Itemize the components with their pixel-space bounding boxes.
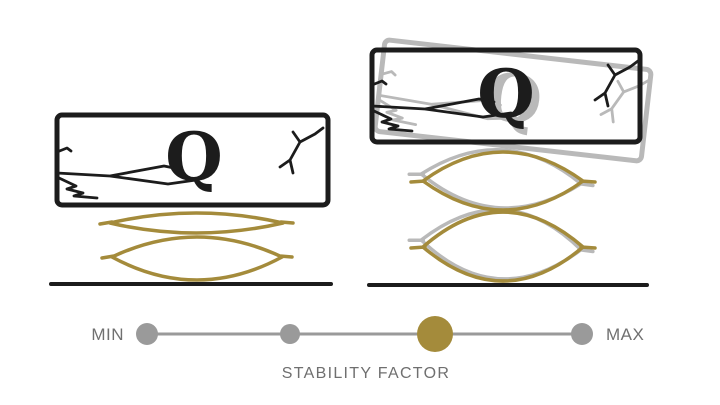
right-illustration: Q Q xyxy=(367,37,654,287)
right-box-crack-tick xyxy=(370,79,388,87)
slider-stop-2[interactable] xyxy=(280,324,300,344)
right-box-crack-main xyxy=(370,97,513,119)
ghost-crack-tick xyxy=(379,70,397,77)
right-ghost-box: Q xyxy=(372,37,654,164)
right-box-outline xyxy=(369,47,643,145)
left-top-spring xyxy=(98,211,295,235)
left-illustration: Q xyxy=(49,112,333,286)
right-ghost-springs xyxy=(407,148,595,281)
stability-slider: MIN MAX xyxy=(91,316,644,352)
right-top-spring xyxy=(409,150,597,212)
left-box: Q xyxy=(54,112,331,208)
right-bottom-spring xyxy=(409,210,597,283)
right-springs xyxy=(409,150,597,283)
max-label: MAX xyxy=(606,325,644,344)
slider-title: STABILITY FACTOR xyxy=(282,365,450,382)
ghost-box-outline xyxy=(372,37,654,164)
right-box-letter: Q xyxy=(477,55,535,133)
left-box-crack-zigzag xyxy=(57,176,99,200)
right-box: Q xyxy=(369,47,643,145)
left-box-outline xyxy=(54,112,331,208)
right-box-crack-branch xyxy=(593,59,640,108)
slider-stop-1[interactable] xyxy=(136,323,158,345)
left-box-crack-tick xyxy=(55,146,73,154)
min-label: MIN xyxy=(91,325,124,344)
left-box-crack-main xyxy=(55,164,198,186)
right-box-crack-zigzag xyxy=(372,109,414,133)
left-box-crack-branch xyxy=(278,126,325,175)
slider-handle[interactable] xyxy=(417,316,453,352)
left-springs xyxy=(98,211,295,282)
ghost-box-letter: Q xyxy=(480,56,546,140)
ghost-bottom-spring xyxy=(407,208,595,281)
ghost-crack-zigzag xyxy=(378,99,418,127)
left-bottom-spring xyxy=(100,235,294,282)
slider-stop-4[interactable] xyxy=(571,323,593,345)
